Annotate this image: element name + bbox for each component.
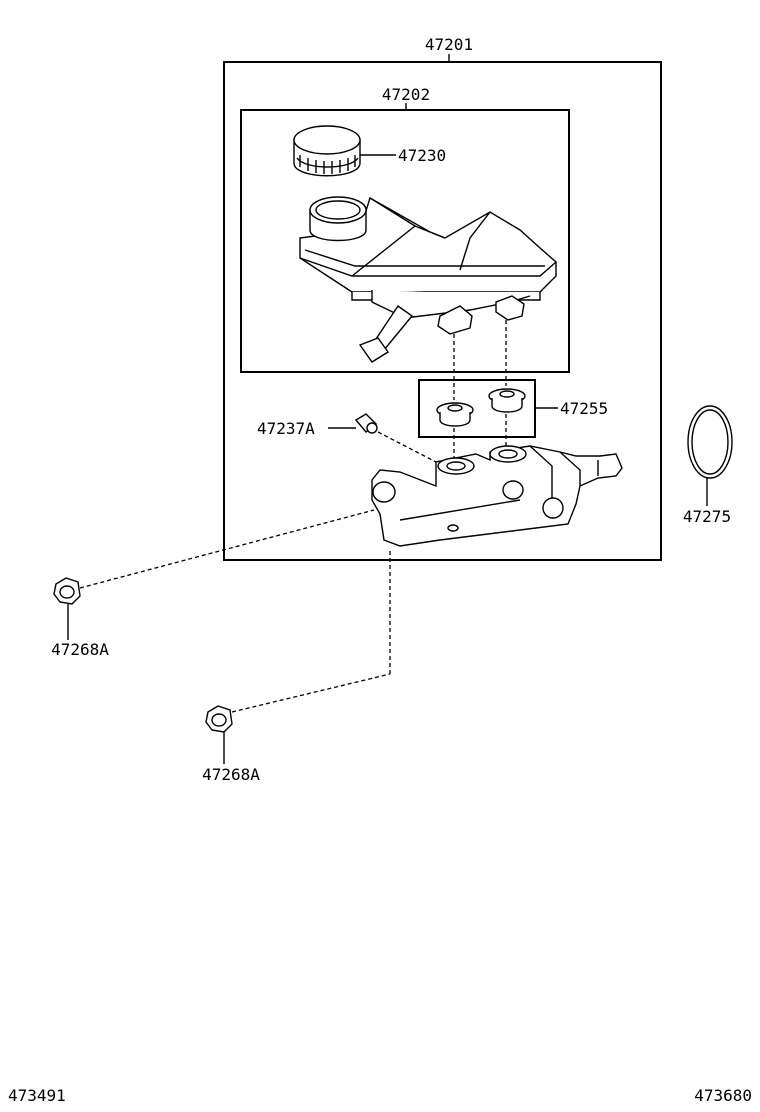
bleeder-drawing	[328, 413, 437, 463]
master-cylinder-drawing	[371, 445, 623, 547]
label-assembly: 47201	[425, 35, 473, 54]
label-nut-upper: 47268A	[51, 640, 109, 659]
label-bleeder: 47237A	[257, 419, 315, 438]
label-o-ring: 47275	[683, 507, 731, 526]
label-reservoir: 47202	[382, 85, 430, 104]
assembly-box	[223, 54, 662, 561]
grommet-left	[436, 402, 474, 427]
grommet-box	[418, 379, 558, 438]
label-grommet-set: 47255	[560, 399, 608, 418]
footer-left-code: 473491	[8, 1086, 66, 1105]
reservoir-tank-drawing	[299, 196, 557, 363]
grommet-right	[488, 388, 526, 413]
reservoir-box	[240, 103, 570, 373]
label-nut-lower: 47268A	[202, 765, 260, 784]
label-cap: 47230	[398, 146, 446, 165]
nut-lower-drawing	[205, 548, 391, 764]
o-ring-drawing	[687, 405, 733, 506]
reservoir-cap-drawing	[293, 125, 396, 177]
nut-upper-drawing	[53, 509, 375, 640]
footer-right-code: 473680	[694, 1086, 752, 1105]
